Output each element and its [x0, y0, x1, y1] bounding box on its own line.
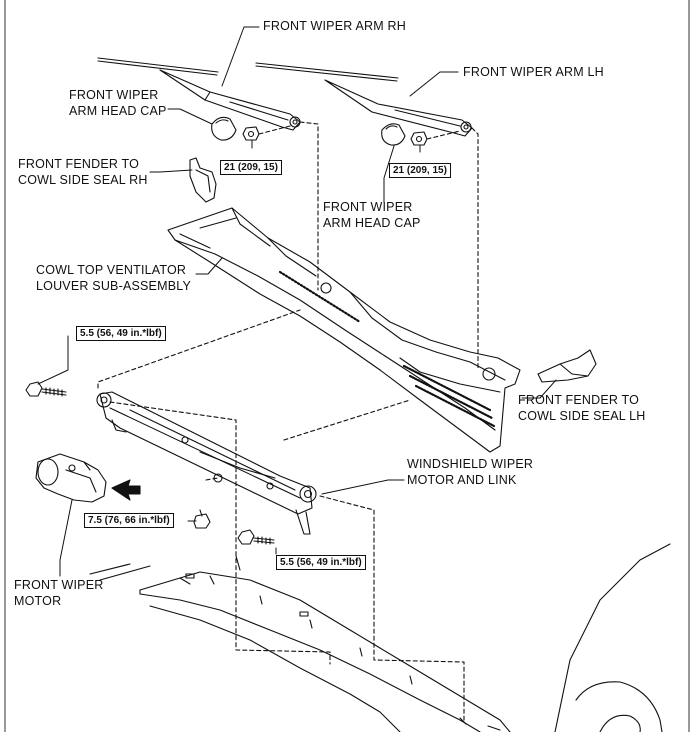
alignment-lines-top: [258, 121, 479, 371]
torque-spec-nut-lh: 21 (209, 15): [389, 163, 451, 178]
label-arm-head-cap-lh-line2: ARM HEAD CAP: [323, 216, 421, 230]
arm-head-cap-lh: [381, 123, 406, 146]
bolt-icon: [193, 509, 211, 529]
fender-body: [554, 543, 671, 732]
label-arm-head-cap-rh-line2: ARM HEAD CAP: [69, 104, 167, 118]
wiper-motor-and-link: [96, 391, 317, 535]
nut-icon: [410, 131, 428, 146]
nut-icon: [242, 126, 260, 141]
label-front-wiper-motor-line1: FRONT WIPER: [14, 578, 104, 592]
label-front-wiper-motor-line2: MOTOR: [14, 594, 62, 608]
label-fender-seal-rh-line1: FRONT FENDER TO: [18, 157, 140, 171]
label-front-wiper-arm-lh: FRONT WIPER ARM LH: [463, 65, 604, 79]
label-cowl-louver-line1: COWL TOP VENTILATOR: [36, 263, 187, 277]
front-wiper-arm-lh: [255, 62, 473, 137]
leader-lines: [37, 26, 557, 577]
bolt-icon: [237, 529, 275, 545]
cowl-panel: [89, 555, 511, 732]
arrow-icon: [111, 479, 141, 501]
cowl-louver: [167, 207, 521, 453]
label-front-wiper-arm-rh: FRONT WIPER ARM RH: [263, 19, 406, 33]
label-motor-and-link-line1: WINDSHIELD WIPER: [407, 457, 534, 471]
torque-spec-motor-bolt: 7.5 (76, 66 in.*lbf): [84, 513, 174, 528]
torque-spec-nut-rh: 21 (209, 15): [220, 160, 282, 175]
label-fender-seal-lh-line2: COWL SIDE SEAL LH: [518, 409, 646, 423]
front-wiper-arm-rh: [97, 57, 301, 131]
label-cowl-louver-line2: LOUVER SUB-ASSEMBLY: [36, 279, 192, 293]
bolt-icon: [25, 381, 67, 397]
fender-seal-lh: [537, 349, 597, 383]
label-fender-seal-rh-line2: COWL SIDE SEAL RH: [18, 173, 148, 187]
torque-spec-bolt-right: 5.5 (56, 49 in.*lbf): [276, 555, 366, 570]
arm-head-cap-rh: [211, 116, 237, 141]
wiper-motor: [35, 453, 107, 503]
label-arm-head-cap-rh-line1: FRONT WIPER: [69, 88, 159, 102]
torque-spec-bolt-left: 5.5 (56, 49 in.*lbf): [76, 326, 166, 341]
label-fender-seal-lh-line1: FRONT FENDER TO: [518, 393, 640, 407]
label-motor-and-link-line2: MOTOR AND LINK: [407, 473, 517, 487]
label-arm-head-cap-lh-line1: FRONT WIPER: [323, 200, 413, 214]
alignment-lines-lower: [97, 309, 465, 721]
fender-seal-rh: [189, 157, 217, 203]
